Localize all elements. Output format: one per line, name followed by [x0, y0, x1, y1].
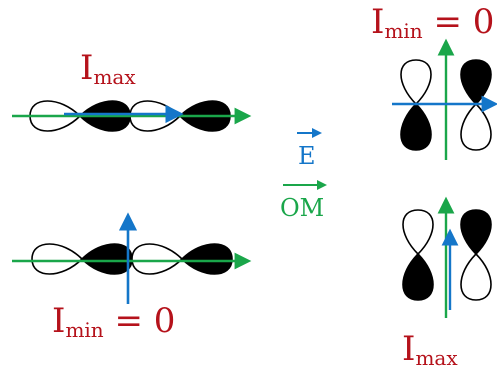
bottom-left-intensity-subscript: min — [65, 318, 103, 342]
orbital-lobe-filled — [402, 252, 434, 301]
top-left-intensity-symbol: I — [80, 48, 93, 88]
field-vector-label: E — [298, 142, 316, 170]
orbital-lobe-filled — [80, 243, 133, 275]
top-right-intensity-subscript: min — [384, 19, 422, 43]
bottom-right-intensity-symbol: I — [402, 329, 415, 369]
orbital-lobe-open — [400, 59, 432, 106]
orbital-lobe-open — [460, 252, 492, 301]
bottom-right-orbital-pair — [402, 209, 492, 301]
bottom-left-intensity-symbol: I — [52, 301, 65, 341]
bottom-left-intensity-value: = 0 — [104, 301, 176, 341]
top-left-intensity-subscript: max — [93, 65, 136, 89]
top-right-orbital-pair — [400, 59, 492, 151]
top-right-intensity-value: = 0 — [423, 2, 495, 42]
top-right-intensity-label: Imin = 0 — [371, 2, 494, 43]
orbital-lobe-filled — [460, 209, 492, 256]
bottom-right-intensity-label: Imax — [402, 329, 458, 369]
orbital-lobe-open — [402, 209, 434, 256]
orbital-lobe-open — [460, 102, 492, 151]
orbital-lobe-filled — [400, 102, 432, 151]
orbital-lobe-filled — [180, 243, 233, 275]
orbital-lobe-filled — [460, 59, 492, 106]
top-right-intensity-symbol: I — [371, 2, 384, 42]
om-vector-label: OM — [280, 194, 324, 222]
bottom-left-orbital-pair — [31, 243, 233, 275]
bottom-right-intensity-subscript: max — [415, 346, 458, 369]
top-left-intensity-label: Imax — [80, 48, 136, 89]
orbital-lobe-open — [31, 243, 84, 275]
bottom-left-intensity-label: Imin = 0 — [52, 301, 175, 342]
orbital-lobe-open — [131, 243, 184, 275]
